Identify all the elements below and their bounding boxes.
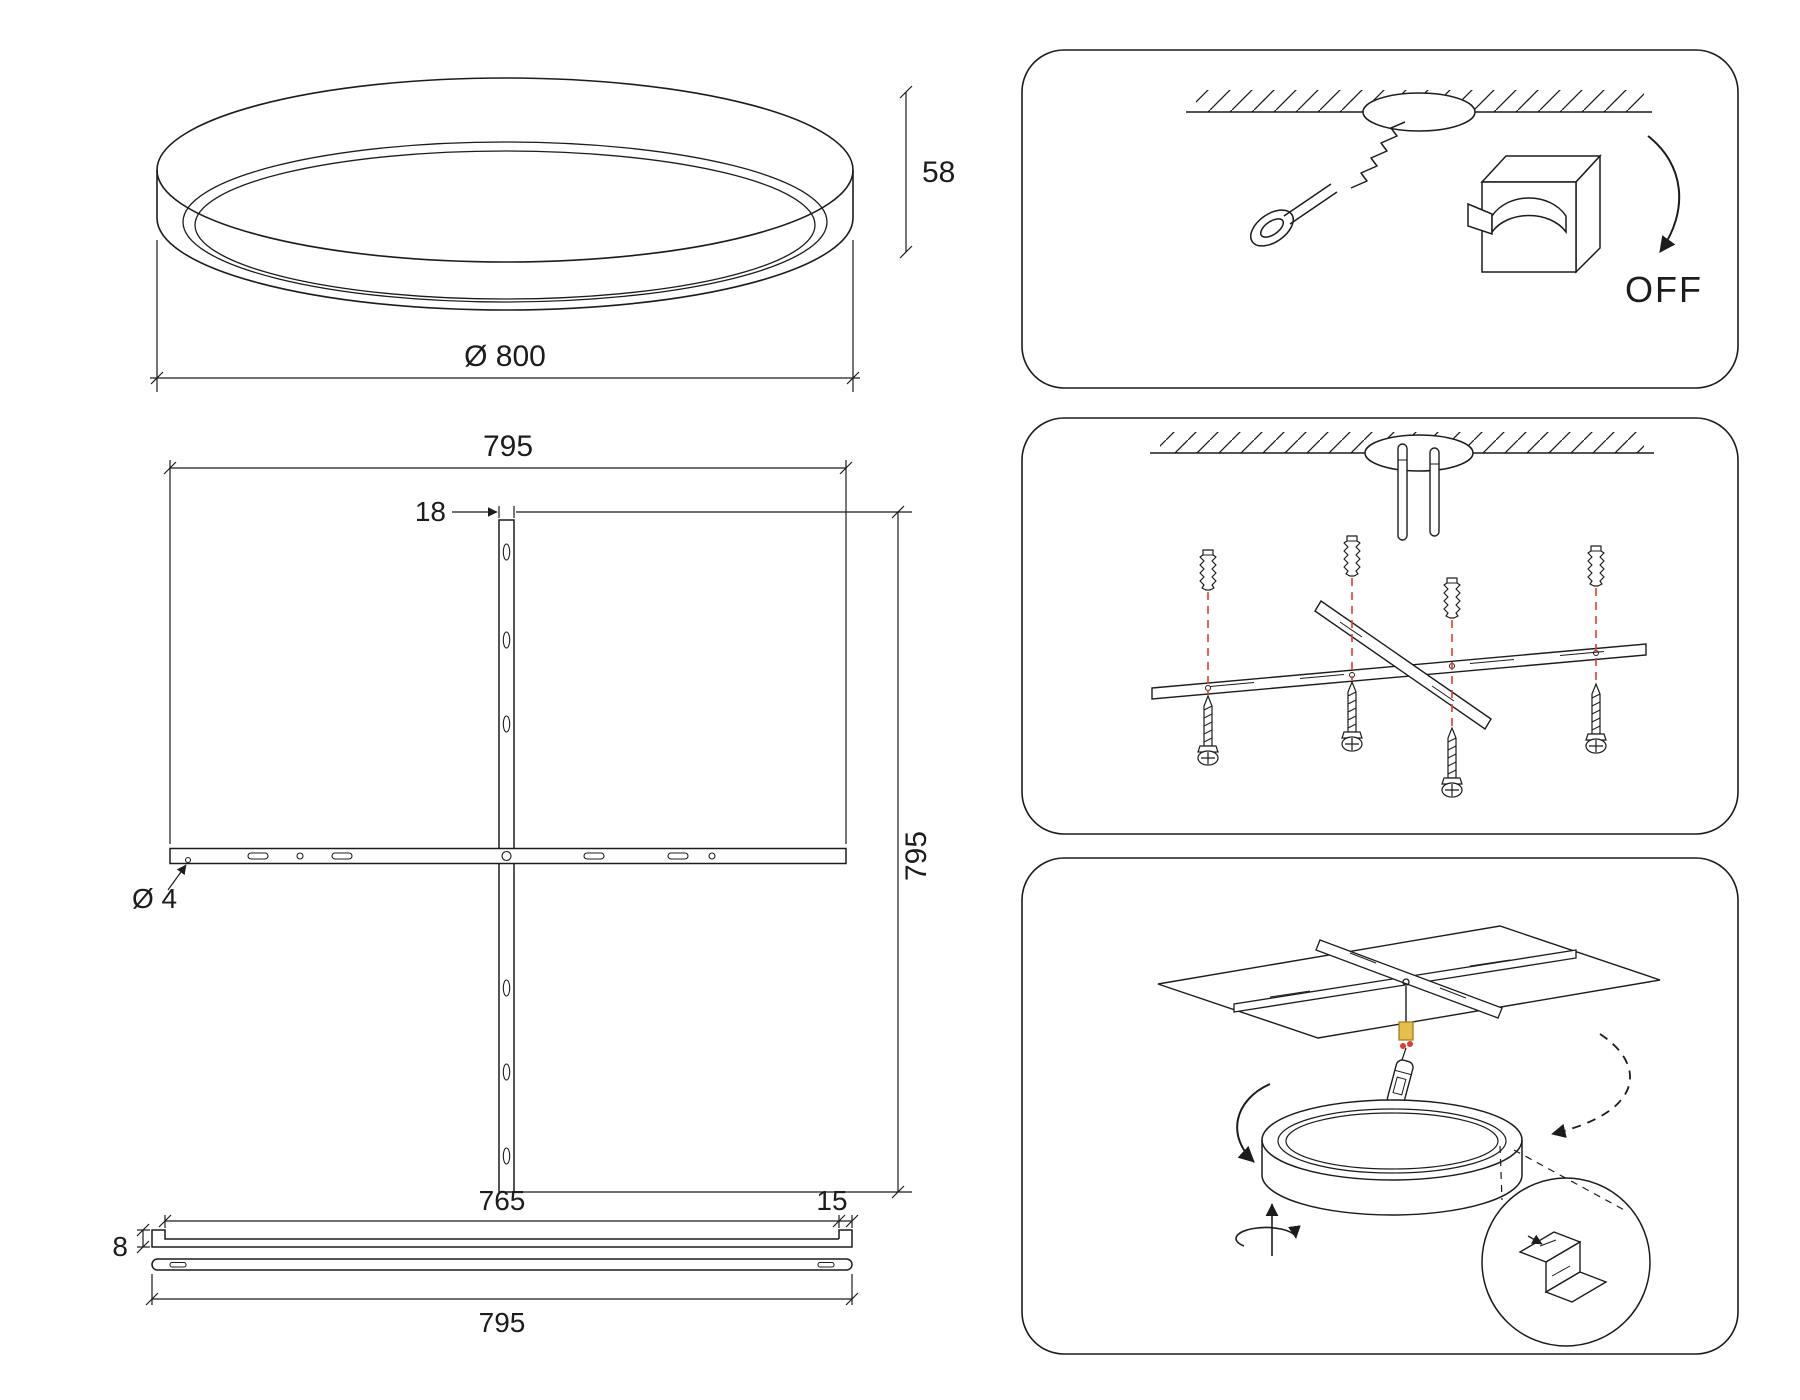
lamp-body <box>1261 1099 1523 1216</box>
drill-tool-icon <box>1250 121 1406 247</box>
switch-rocker-tab <box>1467 202 1493 236</box>
rotation-axis-icon <box>1235 1203 1301 1256</box>
screw-icon <box>1441 727 1463 798</box>
profile-slot-left <box>169 1262 187 1268</box>
cross-width-label: 795 <box>483 430 533 463</box>
cross-horizontal-bar <box>169 847 847 865</box>
profile-slot-right <box>817 1262 835 1268</box>
bracket-side-view <box>151 1229 853 1271</box>
alignment-dashed-lines <box>1207 578 1597 726</box>
profile-thickness-label: 8 <box>112 1231 128 1262</box>
wire-red-dot <box>1400 1043 1406 1049</box>
switch-rocker <box>1491 197 1567 235</box>
lamp-bottom-edge <box>156 217 854 311</box>
wall-plug-icon <box>1443 577 1461 619</box>
profile-thickness-dimension <box>136 1223 150 1254</box>
mounting-cross-front-view <box>169 519 847 1193</box>
cross-bar-holes <box>184 543 716 1165</box>
cross-hole-note <box>167 864 187 891</box>
lamp-diameter-label: Ø 800 <box>464 340 546 373</box>
cross-height-label: 795 <box>900 831 933 881</box>
screw-icon <box>1341 681 1363 752</box>
cross-bar-width-label: 18 <box>415 496 446 527</box>
lamp-diameter-dimension <box>150 240 860 392</box>
anchor-pins <box>1397 443 1440 541</box>
mounted-cross <box>1233 939 1577 1019</box>
cross-width-dimension <box>163 460 853 844</box>
lamp-height-dimension <box>899 85 913 259</box>
twist-arrow <box>1236 1083 1271 1163</box>
step1-border <box>1021 49 1739 389</box>
ceiling-hole <box>1362 92 1476 132</box>
step2-panel <box>1021 417 1739 835</box>
ceiling-plane <box>1157 925 1661 1039</box>
light-switch-icon <box>1467 154 1602 274</box>
lamp-front-view <box>156 77 854 311</box>
rim-hook-arrow <box>1551 1033 1631 1138</box>
step3-border <box>1021 857 1739 1355</box>
ceiling-hole-2 <box>1364 434 1474 472</box>
mounting-cross-isometric <box>1151 599 1647 731</box>
profile-total-length-dimension <box>145 1274 859 1306</box>
cross-height-dimension <box>516 505 912 1199</box>
step2-border <box>1021 417 1739 835</box>
cross-bar-short <box>1314 599 1492 731</box>
switch-off-arrow <box>1647 135 1681 253</box>
screw-icon <box>1197 695 1219 766</box>
bracket-profile-hooked <box>151 1229 853 1248</box>
detail-projection-lines <box>1499 1145 1629 1213</box>
cross-bar-width-dimension <box>452 506 515 518</box>
detail-circle <box>1481 1177 1651 1347</box>
cross-hole-label: Ø 4 <box>132 883 177 914</box>
profile-length-dimension <box>158 1214 859 1228</box>
wall-plug-icon <box>1199 549 1217 591</box>
lamp-inner-rim-outer <box>182 141 828 303</box>
wall-plug-icon <box>1587 545 1605 587</box>
wall-plug-icon <box>1343 535 1361 577</box>
wire-connector <box>1398 1021 1414 1041</box>
screw-icon <box>1585 683 1607 754</box>
profile-inner-length-label: 765 <box>479 1185 526 1216</box>
bracket-profile-flat <box>151 1258 853 1271</box>
cross-bar-slots <box>1205 621 1605 702</box>
clip-insert-arrow <box>1527 1234 1543 1245</box>
wire-red-dot <box>1407 1041 1413 1047</box>
lamp-height-label: 58 <box>922 156 955 189</box>
cross-bar-long <box>1151 643 1647 700</box>
mounting-clip-detail <box>1518 1231 1608 1303</box>
lamp-inner-rim-inner <box>194 150 816 300</box>
switch-off-label: OFF <box>1625 269 1703 310</box>
profile-total-length-label: 795 <box>479 1307 526 1338</box>
profile-end-length-label: 15 <box>816 1185 847 1216</box>
step1-panel: OFF <box>1021 49 1739 389</box>
step3-panel <box>1021 857 1739 1355</box>
